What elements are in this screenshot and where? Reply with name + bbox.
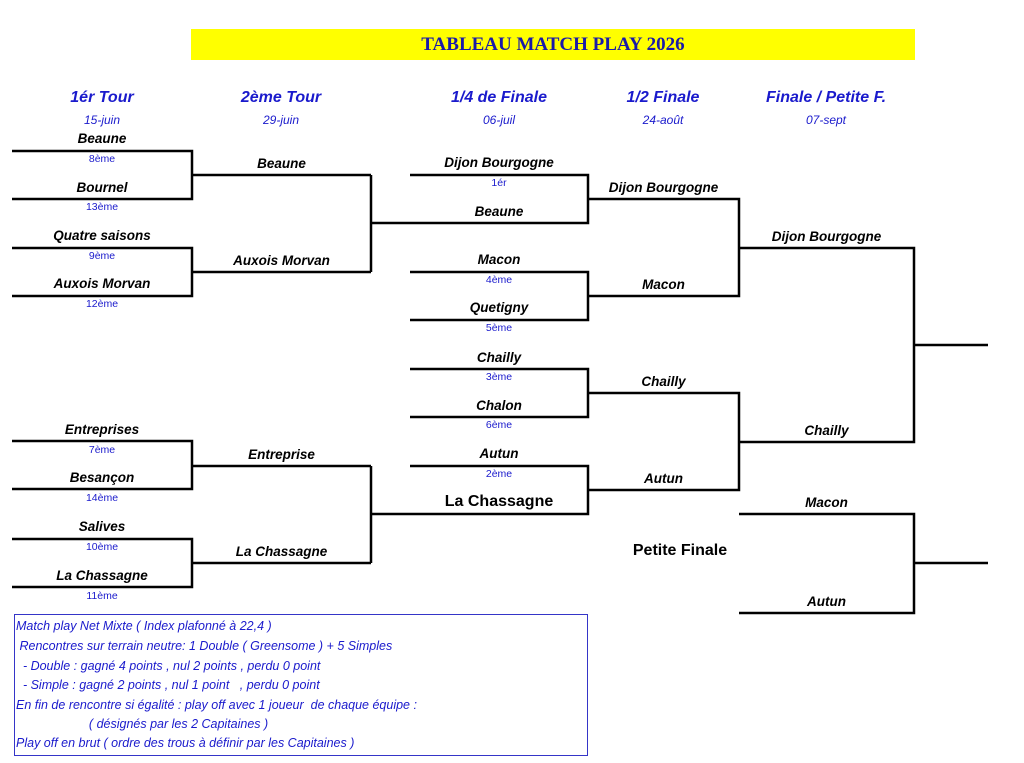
qf-team-2: Beaune	[474, 204, 524, 219]
final-team-2: Chailly	[804, 423, 849, 438]
col-date-round2: 29-juin	[262, 113, 300, 127]
qf-team-4: Quetigny	[469, 300, 529, 315]
r1-team-1: Beaune	[77, 131, 127, 146]
qf-team-6: Chalon	[476, 398, 522, 413]
rule-line-2: Rencontres sur terrain neutre: 1 Double …	[16, 639, 393, 653]
r1-rank-3: 9ème	[88, 250, 116, 262]
r1-team-4: Auxois Morvan	[53, 276, 151, 291]
qf-rank-5: 3ème	[485, 371, 513, 383]
r1-rank-4: 12ème	[85, 298, 119, 310]
bracket-final	[739, 246, 916, 444]
petite-finale-label: Petite Finale	[632, 542, 728, 559]
r1-rank-2: 13ème	[85, 201, 119, 213]
sf-team-1: Dijon Bourgogne	[608, 180, 719, 195]
col-date-round1: 15-juin	[83, 113, 121, 127]
r1-team-2: Bournel	[76, 180, 128, 195]
rule-line-4: - Simple : gagné 2 points , nul 1 point …	[16, 678, 320, 692]
qf-rank-6: 6ème	[485, 419, 513, 431]
r1-rank-1: 8ème	[88, 153, 116, 165]
rule-line-7: Play off en brut ( ordre des trous à déf…	[16, 736, 355, 750]
col-head-final: Finale / Petite F.	[765, 89, 887, 106]
petite-finale-team-2: Autun	[807, 594, 846, 609]
r1-rank-7: 10ème	[85, 541, 119, 553]
qf-rank-4: 5ème	[485, 322, 513, 334]
r1-rank-6: 14ème	[85, 492, 119, 504]
sf-team-4: Autun	[644, 471, 683, 486]
r1-team-3: Quatre saisons	[53, 228, 151, 243]
col-date-semi: 24-août	[642, 113, 684, 127]
col-date-quarter: 06-juil	[482, 113, 515, 127]
r1-rank-8: 11ème	[86, 590, 118, 602]
col-head-round2: 2ème Tour	[240, 89, 322, 106]
petite-finale-team-1: Macon	[805, 495, 848, 510]
r1-team-5: Entreprises	[64, 422, 140, 437]
title-banner: TABLEAU MATCH PLAY 2026	[191, 29, 915, 60]
final-team-1: Dijon Bourgogne	[771, 229, 882, 244]
qf-team-8: La Chassagne	[444, 493, 554, 510]
r2-team-4: La Chassagne	[235, 544, 328, 559]
r2-team-3: Entreprise	[248, 447, 315, 462]
qf-rank-7: 2ème	[485, 468, 513, 480]
qf-team-3: Macon	[477, 252, 521, 267]
rules-box: Match play Net Mixte ( Index plafonné à …	[14, 614, 588, 756]
r1-rank-5: 7ème	[88, 444, 116, 456]
qf-rank-1: 1ér	[491, 177, 507, 189]
col-head-quarter: 1/4 de Finale	[450, 89, 548, 106]
r1-team-7: Salives	[78, 519, 126, 534]
rule-line-5: En fin de rencontre si égalité : play of…	[16, 698, 417, 712]
r2-team-2: Auxois Morvan	[233, 253, 330, 268]
rule-line-3: - Double : gagné 4 points , nul 2 points…	[16, 659, 321, 673]
col-head-round1: 1ér Tour	[70, 89, 134, 106]
qf-team-5: Chailly	[476, 350, 522, 365]
col-date-final: 07-sept	[805, 113, 847, 127]
r1-team-6: Besançon	[69, 470, 135, 485]
page-title: TABLEAU MATCH PLAY 2026	[421, 34, 685, 55]
qf-team-1: Dijon Bourgogne	[444, 155, 554, 170]
col-head-semi: 1/2 Finale	[626, 89, 700, 106]
rule-line-1: Match play Net Mixte ( Index plafonné à …	[16, 619, 272, 633]
rule-line-6: ( désignés par les 2 Capitaines )	[16, 717, 269, 731]
r2-team-1: Beaune	[257, 156, 306, 171]
r1-team-8: La Chassagne	[56, 568, 148, 583]
sf-team-2: Macon	[642, 277, 685, 292]
qf-rank-3: 4ème	[485, 274, 513, 286]
sf-team-3: Chailly	[641, 374, 686, 389]
qf-team-7: Autun	[479, 446, 519, 461]
